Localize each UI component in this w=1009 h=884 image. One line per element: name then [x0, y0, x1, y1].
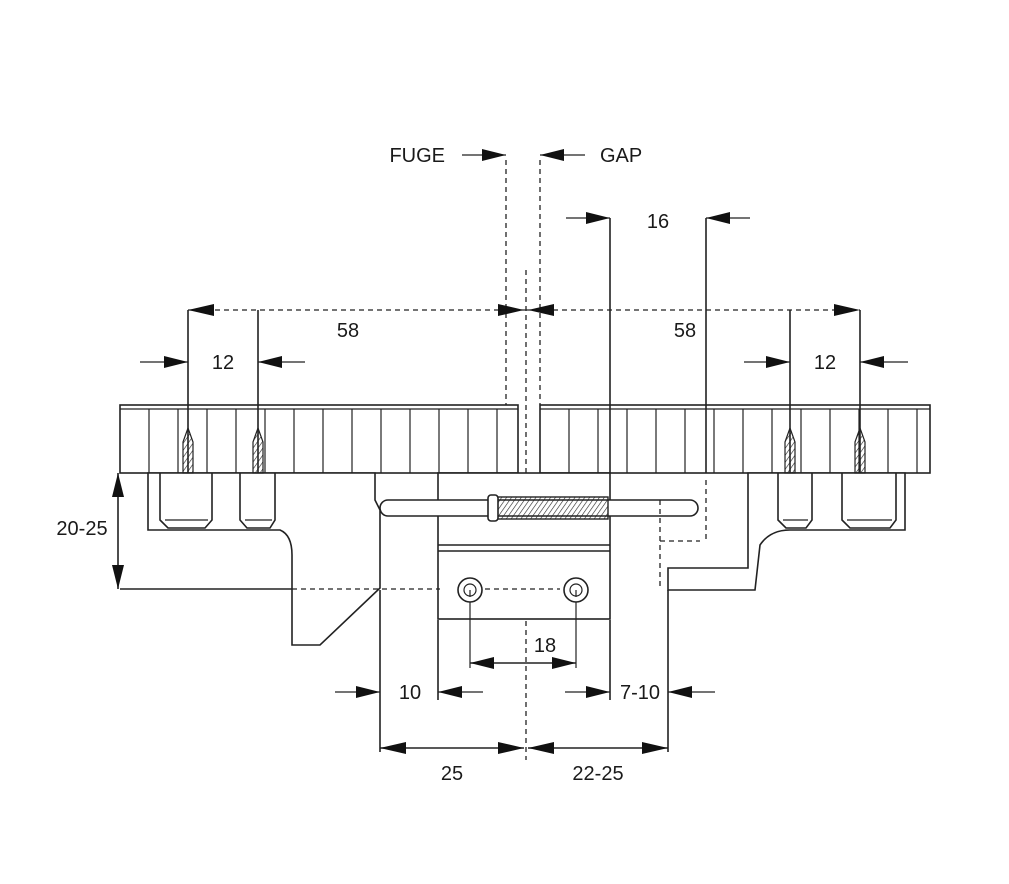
pin-screw-left: [457, 577, 483, 603]
gap-label: GAP: [600, 145, 642, 167]
dimension-58: 58 58: [187, 304, 861, 473]
dimension-58-right-label: 58: [674, 320, 696, 342]
dimension-18: 18: [469, 602, 577, 669]
reference-lines: [120, 480, 707, 590]
dimension-12: 12 12: [140, 310, 908, 473]
right-door-panel: [539, 404, 931, 474]
dimension-7-10: 7-10: [565, 590, 715, 752]
dimension-20-25-label: 20-25: [56, 518, 107, 540]
left-hinge-bracket: [147, 472, 381, 646]
hinge-body: [437, 472, 611, 620]
right-hinge-bracket: [667, 472, 906, 591]
dimension-12-right-label: 12: [814, 352, 836, 374]
dimension-58-left-label: 58: [337, 320, 359, 342]
dimension-10: 10: [335, 590, 483, 752]
dimension-12-left-label: 12: [212, 352, 234, 374]
hinge-pin: [379, 494, 699, 522]
dimension-18-label: 18: [534, 635, 556, 657]
dimension-22-25-label: 22-25: [572, 763, 623, 785]
dimension-25-22-25: 25 22-25: [380, 742, 668, 785]
dimension-20-25: 20-25: [56, 473, 124, 589]
dimension-7-10-label: 7-10: [620, 682, 660, 704]
dimension-gap: FUGE GAP: [389, 145, 642, 167]
fuge-label: FUGE: [389, 145, 445, 167]
dimension-16: 16: [566, 211, 750, 473]
dimension-16-label: 16: [647, 211, 669, 233]
dimension-25-label: 25: [441, 763, 463, 785]
dimension-10-label: 10: [399, 682, 421, 704]
left-door-panel: [119, 404, 519, 474]
